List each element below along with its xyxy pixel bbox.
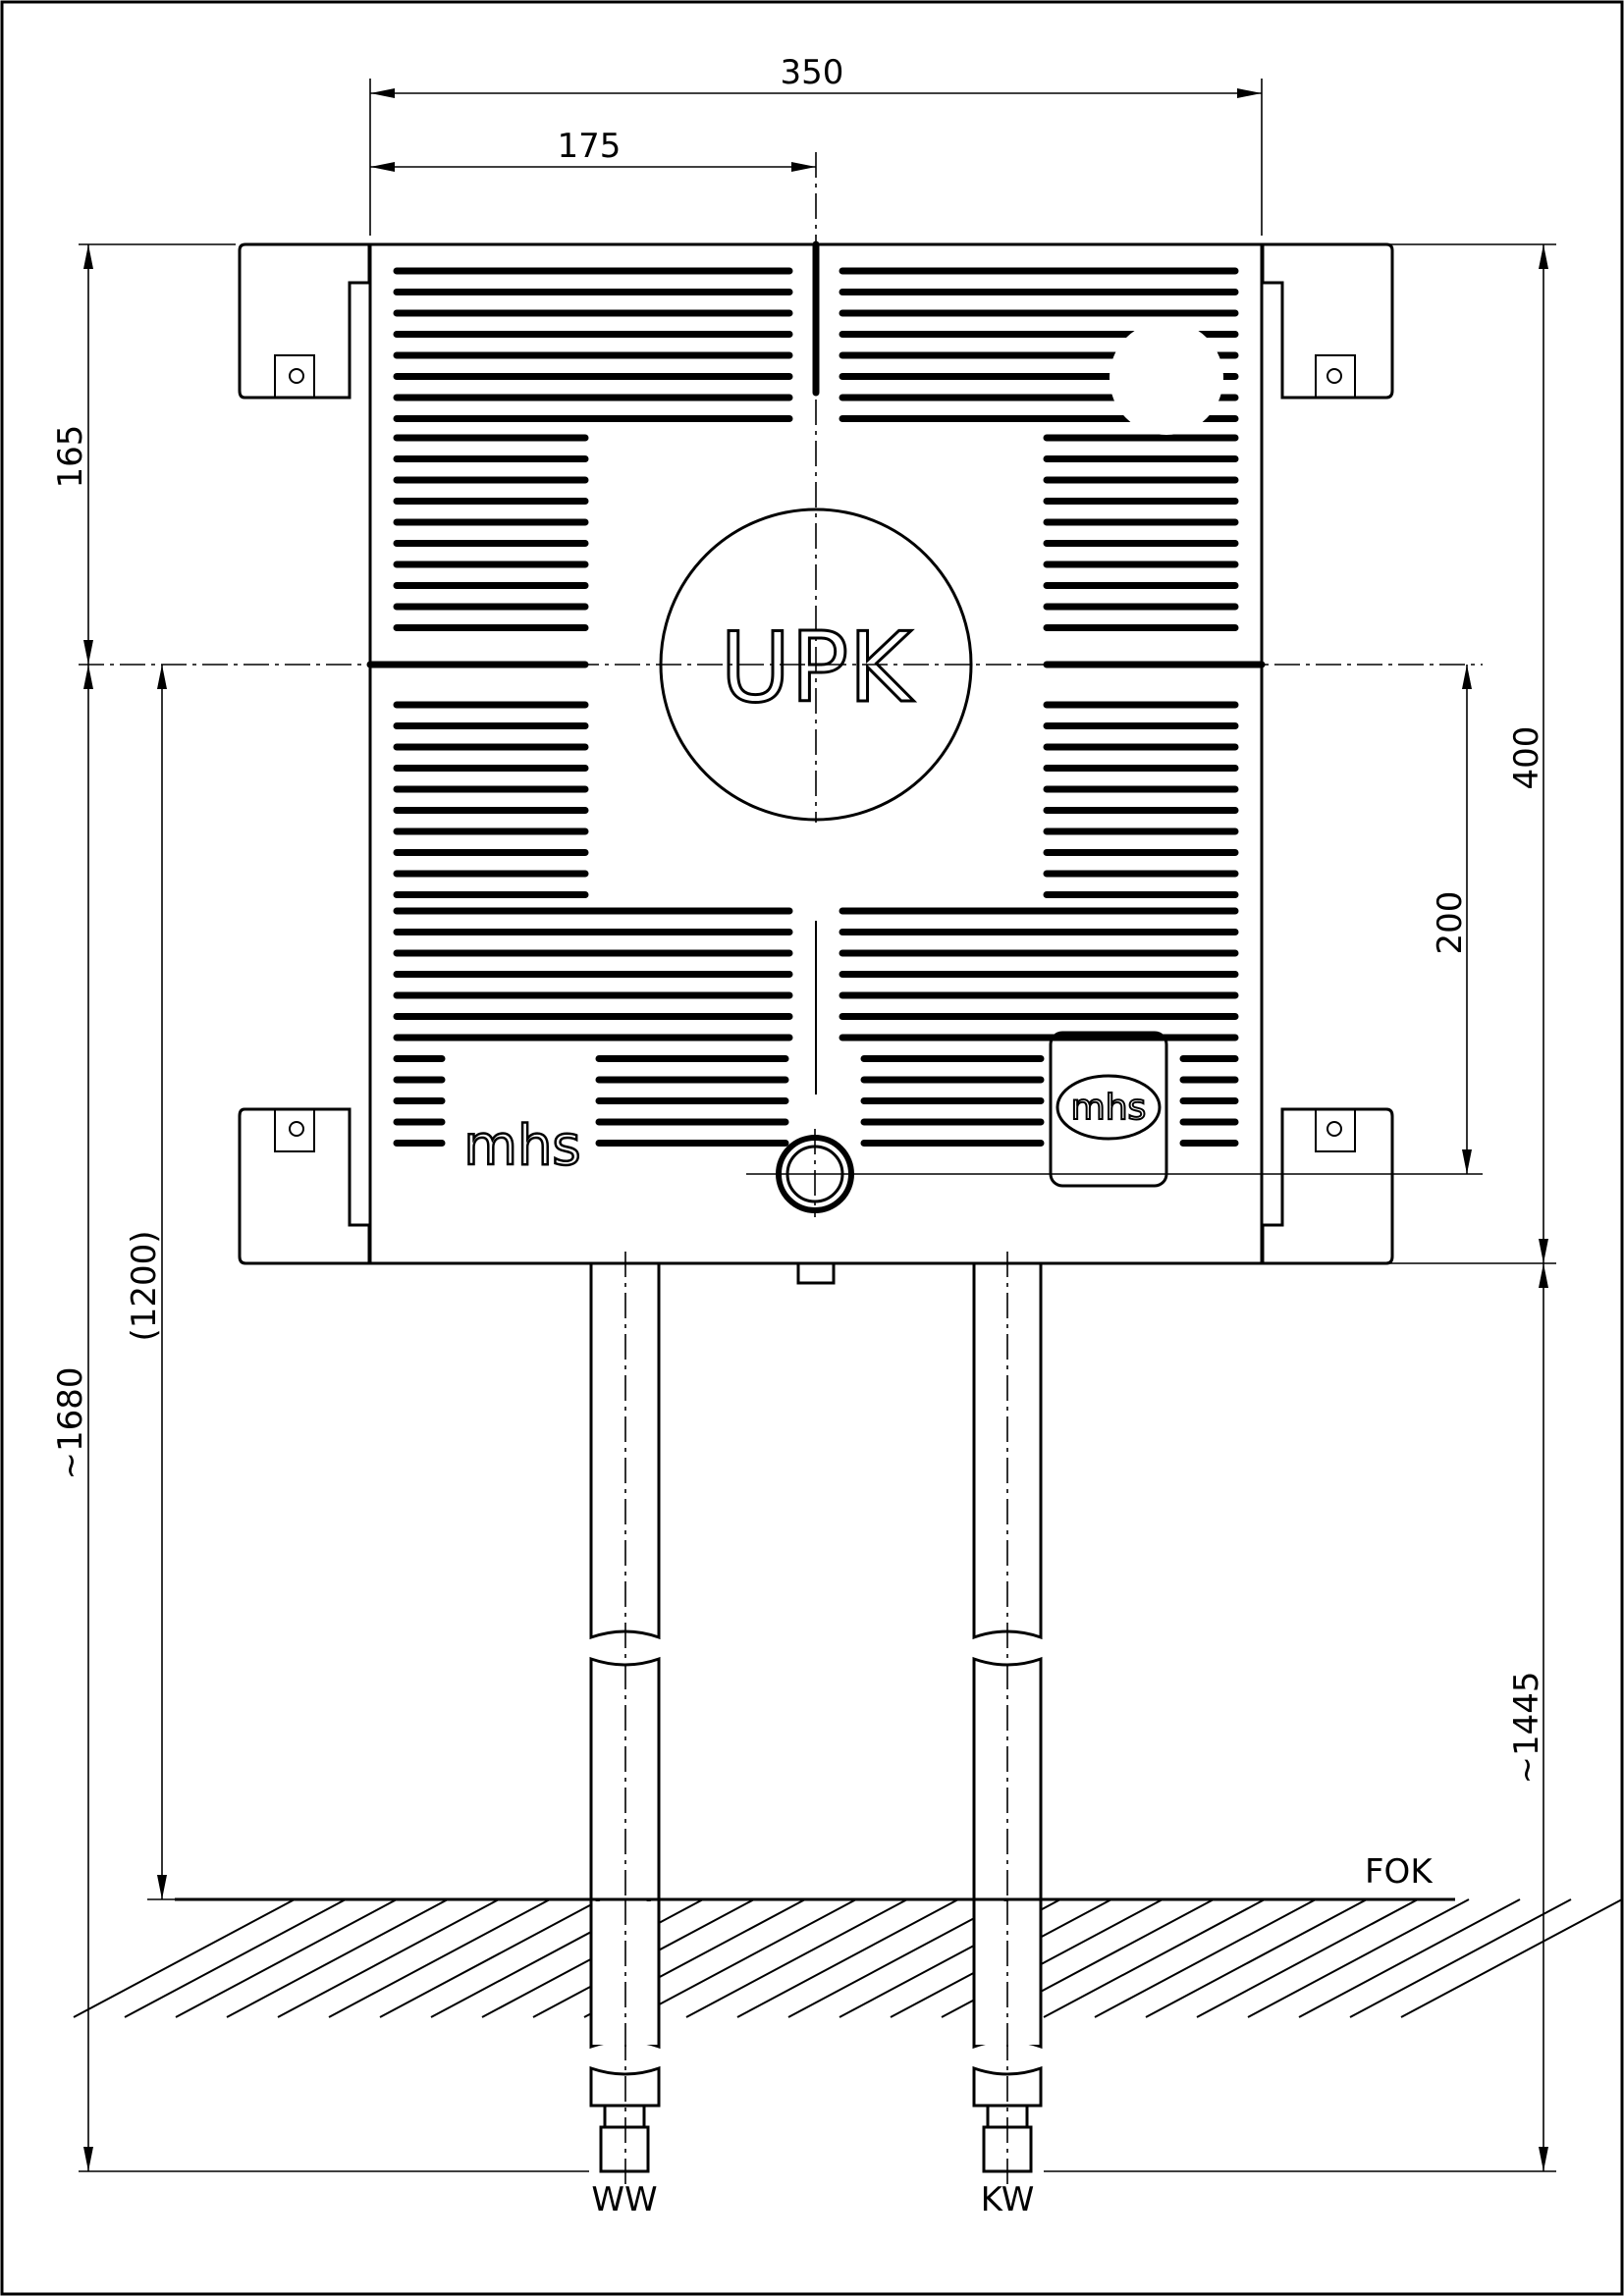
mounting-bracket-top-right xyxy=(1261,242,1394,400)
hatch-line xyxy=(1043,1898,1266,2018)
hatch-line xyxy=(73,1898,296,2018)
dim-height-lower-connection: 200 xyxy=(1431,665,1472,1174)
hatch-line xyxy=(175,1898,398,2018)
upk-label: UPK xyxy=(720,613,914,724)
svg-text:165: 165 xyxy=(51,425,90,489)
hatch-line xyxy=(736,1898,959,2018)
hatch-line xyxy=(1094,1898,1317,2018)
mounting-bracket-top-left xyxy=(238,242,371,400)
knockout-circle xyxy=(1110,321,1223,435)
floor-hatching xyxy=(73,1898,1623,2018)
hatch-line xyxy=(328,1898,551,2018)
hatch-line xyxy=(1400,1898,1623,2018)
pipe-label-ww: WW xyxy=(591,2180,657,2219)
mounting-bracket-bottom-left xyxy=(238,1107,371,1265)
dim-width-half: 175 xyxy=(370,127,816,172)
dim-height-to-floor: (1200) xyxy=(125,665,167,1899)
hatch-line xyxy=(1247,1898,1470,2018)
hatch-line xyxy=(1298,1898,1521,2018)
floor-label: FOK xyxy=(1365,1852,1434,1892)
pipe-label-kw: KW xyxy=(981,2180,1035,2219)
logo-badge-ellipse xyxy=(1056,1074,1162,1141)
svg-text:200: 200 xyxy=(1431,891,1470,955)
hatch-line xyxy=(124,1898,347,2018)
hatch-line xyxy=(226,1898,449,2018)
hatch-line xyxy=(1196,1898,1419,2018)
svg-text:~1445: ~1445 xyxy=(1507,1671,1546,1784)
hatch-line xyxy=(379,1898,602,2018)
hatch-line xyxy=(1349,1898,1572,2018)
dim-width-total: 350 xyxy=(370,53,1262,98)
svg-text:400: 400 xyxy=(1507,726,1546,790)
brand-logo: mhs xyxy=(463,1114,580,1178)
hatch-line xyxy=(685,1898,908,2018)
bottom-tab xyxy=(796,1261,836,1285)
logo-badge-text: mhs xyxy=(1071,1088,1147,1128)
dim-height-upper: 165 xyxy=(51,244,93,665)
svg-text:(1200): (1200) xyxy=(125,1230,164,1341)
dim-height-below-box: ~1445 xyxy=(1507,1263,1548,2171)
logo-badge xyxy=(1049,1031,1168,1188)
dim-height-box: 400 xyxy=(1507,244,1548,1263)
hatch-line xyxy=(634,1898,857,2018)
hatch-line xyxy=(277,1898,500,2018)
mounting-bracket-bottom-right xyxy=(1261,1107,1394,1265)
svg-text:~1680: ~1680 xyxy=(51,1366,90,1479)
hatch-line xyxy=(1145,1898,1368,2018)
svg-text:175: 175 xyxy=(558,127,622,166)
svg-text:350: 350 xyxy=(781,53,844,92)
dim-height-total: ~1680 xyxy=(51,665,93,2171)
